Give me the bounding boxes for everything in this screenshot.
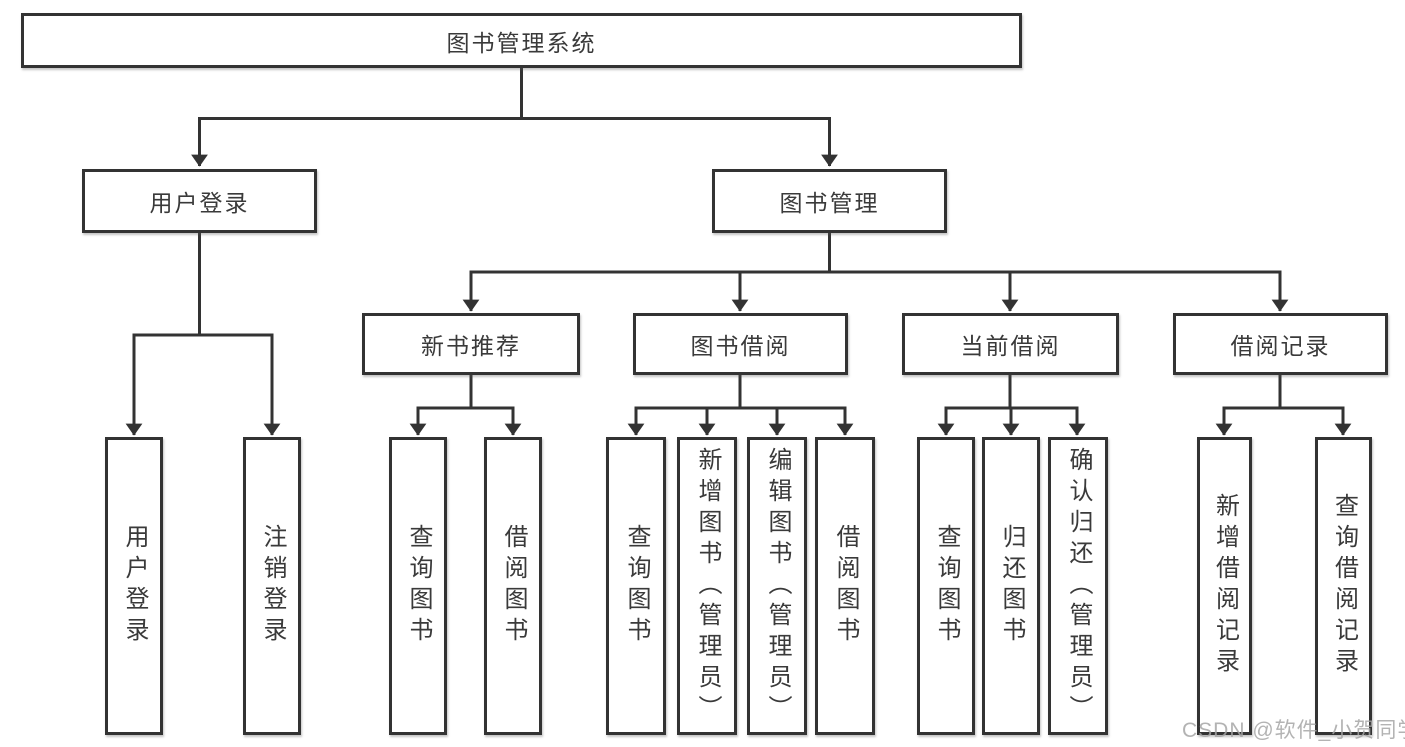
leaf-confirm-return-admin-label: 确认归还（管理员）	[1065, 446, 1092, 726]
node-user-login-label: 用户登录	[149, 190, 250, 216]
node-root-label: 图书管理系统	[446, 29, 597, 56]
node-borrow-records: 借阅记录	[1173, 313, 1388, 375]
leaf-logout-login-label: 注销登录	[259, 524, 286, 648]
leaf-user-login-label: 用户登录	[121, 524, 148, 648]
node-current-borrow-label: 当前借阅	[960, 333, 1061, 359]
leaf-borrow-books-2-label: 借阅图书	[832, 524, 859, 648]
leaf-query-books-3-label: 查询图书	[933, 524, 960, 648]
leaf-return-book-label: 归还图书	[998, 524, 1025, 648]
leaf-return-book: 归还图书	[982, 437, 1040, 735]
node-book-management: 图书管理	[712, 169, 947, 233]
node-borrow-records-label: 借阅记录	[1230, 333, 1331, 359]
node-current-borrow: 当前借阅	[902, 313, 1119, 375]
leaf-borrow-books-2: 借阅图书	[815, 437, 875, 735]
leaf-query-books-2: 查询图书	[606, 437, 666, 735]
leaf-logout-login: 注销登录	[243, 437, 301, 735]
leaf-add-borrow-record-label: 新增借阅记录	[1211, 493, 1239, 679]
leaf-edit-book-admin-label: 编辑图书（管理员）	[764, 446, 791, 726]
leaf-add-borrow-record: 新增借阅记录	[1197, 437, 1252, 735]
node-new-book-recommend-label: 新书推荐	[421, 333, 521, 359]
leaf-query-books-1-label: 查询图书	[405, 524, 432, 648]
csdn-watermark: CSDN @软件_小贺同学	[1182, 719, 1405, 742]
leaf-edit-book-admin: 编辑图书（管理员）	[747, 437, 807, 735]
leaf-query-books-3: 查询图书	[917, 437, 975, 735]
leaf-borrow-books-1: 借阅图书	[484, 437, 542, 735]
node-new-book-recommend: 新书推荐	[362, 313, 580, 375]
node-user-login: 用户登录	[82, 169, 317, 233]
node-book-management-label: 图书管理	[779, 190, 880, 216]
leaf-add-book-admin-label: 新增图书（管理员）	[694, 446, 721, 726]
node-book-borrow: 图书借阅	[633, 313, 848, 375]
leaf-query-books-2-label: 查询图书	[623, 524, 650, 648]
node-book-borrow-label: 图书借阅	[690, 333, 791, 359]
leaf-borrow-books-1-label: 借阅图书	[500, 524, 527, 648]
leaf-user-login: 用户登录	[105, 437, 163, 735]
node-root-system: 图书管理系统	[21, 13, 1022, 68]
leaf-add-book-admin: 新增图书（管理员）	[677, 437, 737, 735]
leaf-query-borrow-record-label: 查询借阅记录	[1330, 493, 1358, 679]
leaf-confirm-return-admin: 确认归还（管理员）	[1048, 437, 1108, 735]
leaf-query-books-1: 查询图书	[389, 437, 447, 735]
leaf-query-borrow-record: 查询借阅记录	[1315, 437, 1372, 735]
